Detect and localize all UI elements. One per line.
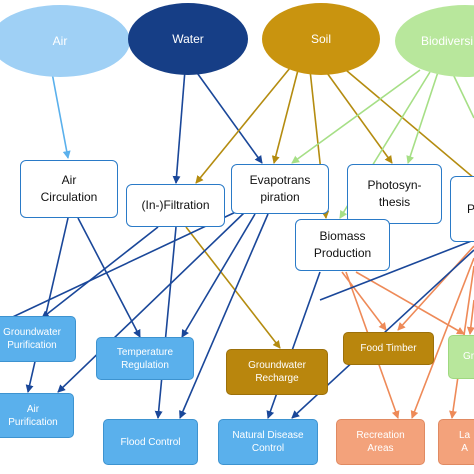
service-natural-disease-control: Natural Disease Control bbox=[218, 419, 318, 465]
process-evapotranspiration: Evapotrans piration bbox=[231, 164, 329, 214]
arrow-evapo-to-gw-purification bbox=[1, 209, 241, 323]
process-photosynthesis: Photosyn- thesis bbox=[347, 164, 442, 224]
arrow-right-to-green bbox=[466, 299, 474, 335]
process-biomass-production: Biomass Production bbox=[295, 219, 390, 271]
arrow-water-to-evapotranspiration bbox=[194, 69, 263, 164]
arrow-infiltration-to-gw-recharge bbox=[185, 226, 281, 349]
arrow-soil-to-photosynthesis bbox=[321, 65, 393, 164]
source-air: Air bbox=[0, 5, 130, 77]
arrow-water-to-infiltration bbox=[172, 69, 186, 184]
service-landscape-cut: La A bbox=[438, 419, 474, 465]
arrow-evapo-to-temperature bbox=[181, 213, 256, 338]
arrow-bio-to-right bbox=[451, 71, 474, 119]
arrow-infiltration-to-flood bbox=[154, 226, 177, 419]
arrow-biomass-to-green bbox=[355, 271, 465, 335]
arrow-evapo-to-flood bbox=[179, 213, 269, 419]
arrow-right-to-food-timber-a bbox=[397, 245, 474, 331]
process-air-circulation: Air Circulation bbox=[20, 160, 118, 218]
process-cut-right: P bbox=[450, 176, 474, 242]
service-temperature-regulation: Temperature Regulation bbox=[96, 337, 194, 380]
arrow-right-to-flood bbox=[319, 239, 474, 301]
arrow-air-to-air-circulation bbox=[49, 61, 71, 159]
arrow-aircirc-to-temperature bbox=[77, 217, 141, 338]
arrow-aircirc-to-air-purification bbox=[25, 217, 69, 393]
arrow-soil-to-evapotranspiration bbox=[271, 69, 299, 164]
source-water: Water bbox=[128, 3, 248, 75]
arrow-biomass-to-disease-control bbox=[266, 271, 321, 419]
service-air-purification: Air Purification bbox=[0, 393, 74, 438]
source-soil: Soil bbox=[262, 3, 380, 75]
service-groundwater-recharge: Groundwater Recharge bbox=[226, 349, 328, 395]
service-groundwater-purification: Groundwater Purification bbox=[0, 316, 76, 362]
service-flood-control: Flood Control bbox=[103, 419, 198, 465]
arrow-soil-to-right bbox=[333, 59, 474, 179]
service-green-cut: Gr bbox=[448, 335, 474, 379]
arrow-evapo-to-air-purification bbox=[57, 211, 246, 393]
service-recreation-areas: Recreation Areas bbox=[336, 419, 425, 465]
arrow-infiltration-to-gw-purification bbox=[41, 226, 159, 319]
arrow-soil-to-infiltration bbox=[195, 67, 291, 184]
arrow-bio-to-evapotranspiration bbox=[291, 69, 421, 164]
process-infiltration: (In-)Filtration bbox=[126, 184, 225, 227]
arrow-right-to-recreation bbox=[410, 257, 474, 419]
arrow-bio-to-photosynthesis bbox=[406, 71, 439, 164]
service-food-timber: Food Timber bbox=[343, 332, 434, 365]
